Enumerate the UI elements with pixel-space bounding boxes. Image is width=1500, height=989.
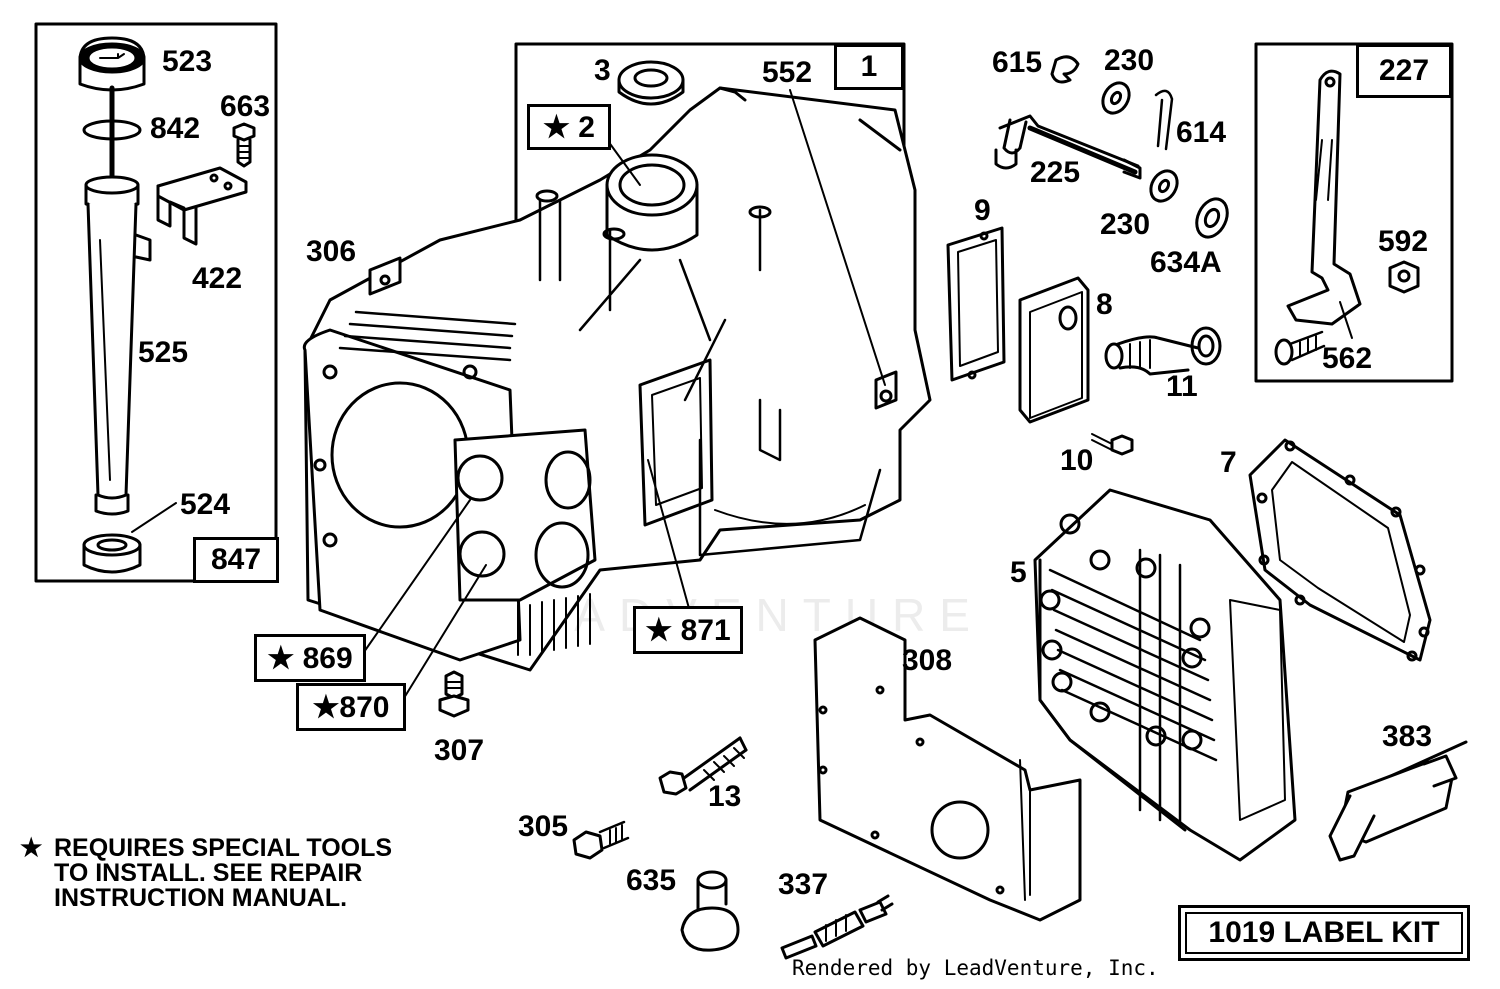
washer-230-bottom [1149, 169, 1179, 203]
callout-225: 225 [1030, 156, 1081, 189]
callout-306: 306 [306, 235, 357, 268]
callout-525: 525 [138, 336, 189, 369]
boxed-label-869: ★ 869 [254, 634, 366, 682]
governor-lever-227 [1286, 69, 1362, 326]
note-line-3: INSTRUCTION MANUAL. [54, 884, 348, 912]
dipstick-group-frame [34, 22, 278, 583]
boxed-label-227: 227 [1356, 44, 1452, 98]
callout-5: 5 [1010, 556, 1027, 589]
label-kit-box: 1019 LABEL KIT [1178, 905, 1470, 961]
seal-634a [1195, 197, 1229, 239]
elbow-fitting-635 [680, 870, 740, 952]
special-tools-note: ★ REQUIRES SPECIAL TOOLS TO INSTALL. SEE… [20, 836, 392, 911]
callout-523: 523 [162, 45, 213, 78]
callout-307: 307 [434, 734, 485, 767]
stud-13 [658, 736, 748, 796]
callout-230-top: 230 [1104, 44, 1155, 77]
callout-614: 614 [1176, 116, 1227, 149]
callout-13: 13 [708, 780, 742, 813]
engine-block [302, 86, 932, 672]
dipstick-cap-523 [78, 36, 146, 183]
callout-524: 524 [180, 488, 231, 521]
washer-230-top [1101, 81, 1131, 115]
leader-869 [363, 499, 471, 653]
cylinder-head-5 [1033, 488, 1297, 862]
callout-552: 552 [762, 56, 813, 89]
spark-plug-337 [780, 894, 894, 960]
crankcase-frame [514, 42, 906, 237]
air-baffle-308 [813, 616, 1082, 922]
bolt-562 [1274, 301, 1353, 366]
note-line-1: REQUIRES SPECIAL TOOLS [54, 834, 393, 862]
callout-8: 8 [1096, 288, 1113, 321]
callout-635: 635 [626, 864, 677, 897]
nut-592 [1388, 260, 1420, 294]
callout-634a: 634A [1150, 246, 1222, 279]
hairpin-614 [1154, 89, 1174, 151]
gasket-9 [946, 226, 1006, 382]
callout-305: 305 [518, 810, 569, 843]
star-symbol: ★ [20, 834, 43, 862]
callout-11: 11 [1166, 370, 1198, 403]
callout-337: 337 [778, 868, 829, 901]
boxed-label-871: ★ 871 [633, 606, 743, 654]
bolt-305 [572, 820, 630, 860]
o-ring-842 [82, 119, 142, 141]
callout-383: 383 [1382, 720, 1433, 753]
breather-cover-8 [1018, 276, 1090, 424]
callout-10: 10 [1060, 444, 1094, 477]
governor-frame [1254, 42, 1454, 383]
boxed-label-1: 1 [834, 44, 904, 90]
dipstick-tube-525 [84, 175, 152, 516]
screw-307 [438, 670, 470, 718]
tool-383 [1328, 740, 1468, 862]
leader-552 [789, 89, 886, 386]
leader-871 [647, 459, 691, 613]
screw-663 [232, 122, 256, 168]
boxed-label-870: ★870 [296, 683, 406, 731]
oil-seal-3 [617, 60, 685, 106]
boxed-label-2: ★ 2 [527, 104, 611, 150]
clip-615 [1050, 55, 1080, 84]
callout-422: 422 [192, 262, 243, 295]
grommet-524 [82, 502, 177, 574]
boxed-label-847: 847 [193, 537, 279, 583]
governor-shaft-225 [994, 114, 1142, 180]
callout-663: 663 [220, 90, 271, 123]
callout-9: 9 [974, 194, 991, 227]
callout-592: 592 [1378, 225, 1429, 258]
callout-308: 308 [902, 644, 953, 677]
leader-870 [403, 564, 487, 699]
callout-230-bottom: 230 [1100, 208, 1151, 241]
bracket-422 [156, 166, 248, 246]
head-gasket-7 [1248, 438, 1432, 662]
callout-7: 7 [1220, 446, 1237, 479]
note-line-2: TO INSTALL. SEE REPAIR [54, 859, 363, 887]
callout-562: 562 [1322, 342, 1373, 375]
render-credit: Rendered by LeadVenture, Inc. [792, 956, 1159, 980]
callout-3: 3 [594, 54, 611, 87]
screw-10 [1091, 433, 1134, 456]
callout-615: 615 [992, 46, 1043, 79]
callout-842: 842 [150, 112, 201, 145]
breather-tube-11 [1104, 326, 1222, 376]
